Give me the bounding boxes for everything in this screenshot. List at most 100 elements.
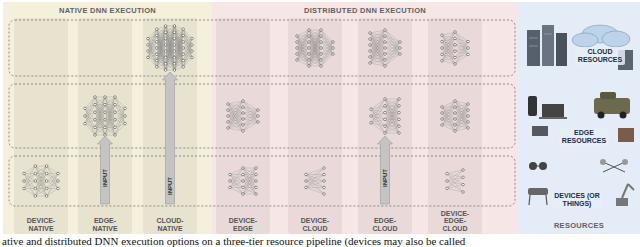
network-neuron	[454, 63, 457, 66]
network-neuron	[332, 53, 335, 56]
network-neuron	[173, 37, 176, 40]
network-link	[385, 106, 399, 133]
network-neuron	[320, 29, 323, 32]
network-link	[371, 119, 385, 122]
network-link	[85, 97, 95, 116]
network-neuron	[369, 32, 372, 35]
network-neuron	[255, 167, 258, 170]
vehicle-cab	[600, 92, 616, 99]
network-neuron	[173, 50, 176, 53]
network-neuron	[242, 167, 245, 170]
network-link	[309, 30, 321, 60]
tier-rows	[9, 20, 515, 206]
network-link	[297, 30, 309, 42]
network-neuron	[255, 193, 258, 196]
network-neuron	[308, 47, 311, 50]
neural-network	[147, 25, 194, 72]
panel-heading: RESOURCES	[518, 221, 640, 230]
network-link	[447, 185, 463, 189]
network-link	[95, 97, 105, 135]
network-link	[243, 168, 256, 188]
network-neuron	[467, 109, 470, 112]
rack-line	[529, 46, 538, 47]
network-link	[47, 181, 58, 196]
network-link	[297, 42, 309, 60]
network-link	[243, 181, 256, 194]
network-link	[309, 54, 321, 66]
network-link	[385, 42, 400, 60]
network-link	[385, 99, 399, 106]
network-neuron	[124, 122, 127, 125]
network-link	[321, 42, 333, 66]
network-link	[95, 127, 105, 135]
network-link	[442, 125, 455, 131]
network-link	[166, 39, 175, 70]
network-link	[148, 48, 157, 57]
network-neuron	[242, 112, 245, 115]
network-link	[243, 168, 256, 194]
execution-column: DEVICE- CLOUD	[288, 18, 342, 234]
network-link	[370, 60, 385, 63]
network-neuron	[156, 34, 159, 37]
network-link	[385, 99, 399, 126]
network-neuron	[57, 172, 60, 175]
network-neuron	[323, 186, 326, 189]
network-link	[47, 166, 58, 174]
vehicle-wheel	[620, 112, 627, 119]
network-link	[442, 58, 455, 61]
network-link	[297, 48, 309, 60]
drone-rotor	[622, 159, 628, 165]
robot-arm	[628, 184, 634, 190]
execution-column: DEVICE- NATIVE	[14, 18, 68, 234]
network-link	[47, 166, 58, 181]
network-link	[228, 101, 243, 116]
network-neuron	[398, 132, 401, 135]
network-link	[442, 45, 455, 61]
network-neuron	[182, 40, 185, 43]
network-link	[174, 35, 183, 70]
network-neuron	[156, 53, 159, 56]
network-link	[321, 30, 333, 54]
input-arrow	[98, 136, 113, 204]
network-neuron	[164, 62, 167, 65]
network-neuron	[441, 47, 444, 50]
network-link	[95, 112, 105, 135]
cloud-shape	[572, 33, 598, 47]
network-neuron	[454, 44, 457, 47]
network-neuron	[255, 180, 258, 183]
network-link	[297, 36, 309, 60]
network-link	[370, 30, 385, 63]
network-link	[297, 42, 309, 66]
network-neuron	[173, 62, 176, 65]
network-neuron	[384, 29, 387, 32]
rack-line	[529, 38, 538, 39]
network-link	[243, 101, 258, 122]
neural-network	[229, 167, 258, 196]
network-neuron	[320, 53, 323, 56]
network-link	[105, 127, 115, 135]
network-link	[385, 42, 400, 48]
network-link	[371, 109, 385, 126]
network-link	[35, 166, 46, 181]
network-link	[370, 36, 385, 63]
network-neuron	[462, 183, 465, 186]
network-link	[230, 187, 243, 188]
network-link	[447, 181, 463, 192]
network-link	[243, 188, 256, 195]
network-neuron	[441, 60, 444, 63]
network-neuron	[320, 59, 323, 62]
network-link	[455, 128, 468, 131]
network-link	[385, 36, 400, 48]
network-neuron	[124, 115, 127, 118]
network-link	[371, 99, 385, 123]
network-neuron	[320, 47, 323, 50]
network-link	[385, 99, 399, 113]
network-link	[243, 168, 256, 194]
network-link	[455, 54, 468, 64]
column-fill	[216, 18, 270, 234]
network-neuron	[104, 119, 107, 122]
network-neuron	[369, 44, 372, 47]
execution-column: DEVICE- EDGE	[216, 18, 270, 234]
network-link	[370, 30, 385, 45]
column-label: EDGE- NATIVE	[82, 217, 128, 232]
